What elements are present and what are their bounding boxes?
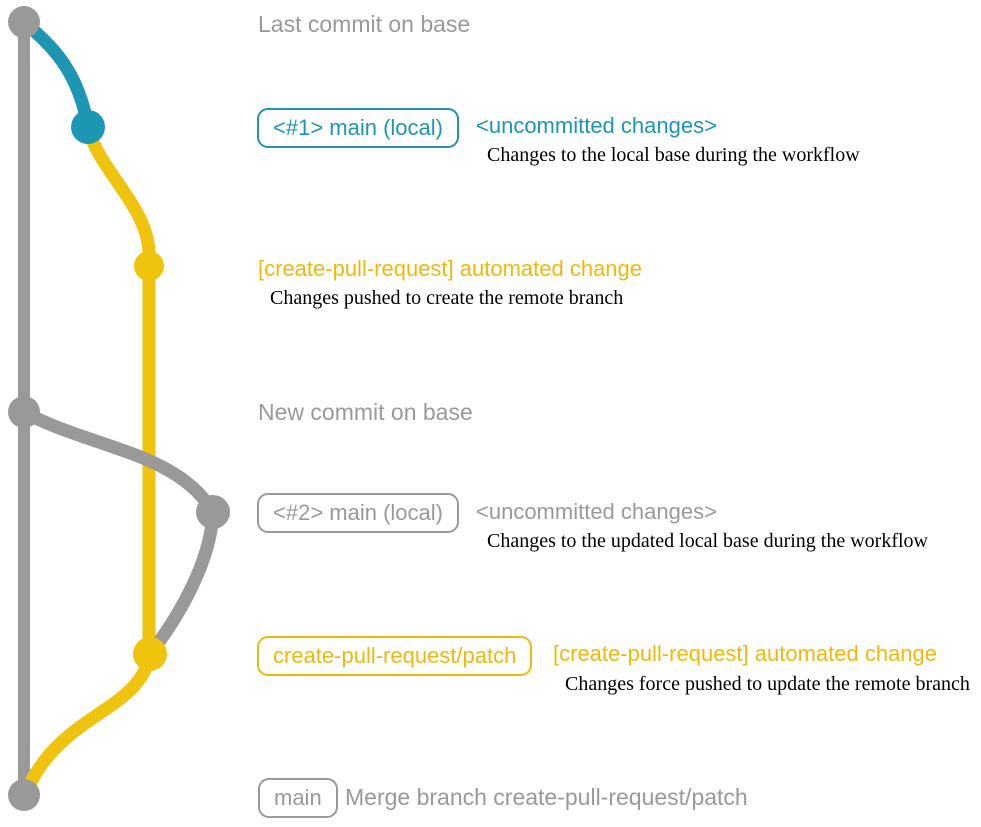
rebase-branch-curve-down xyxy=(17,405,220,519)
git-graph xyxy=(8,6,230,811)
commit-dot-last-base xyxy=(8,6,40,38)
commit2-description: Changes to the updated local base during… xyxy=(487,530,928,552)
branch-badge-main: main xyxy=(258,778,338,818)
merge-branch-curve xyxy=(20,647,157,797)
push2-description: Changes force pushed to update the remot… xyxy=(565,673,970,695)
commit-dot-new-base xyxy=(8,396,40,428)
rebase-branch-curve-back xyxy=(143,505,220,661)
commit-dot-automated-2 xyxy=(133,637,167,671)
automated-change-label-2: [create-pull-request] automated change xyxy=(553,641,938,666)
branch-badge-main-local-1: <#1> main (local) xyxy=(257,108,459,148)
commit-dot-local-2 xyxy=(196,495,230,529)
commit-dot-automated-1 xyxy=(134,251,164,281)
automated-change-label-1: [create-pull-request] automated change xyxy=(258,256,643,281)
merge-commit-label: Merge branch create-pull-request/patch xyxy=(345,784,748,810)
branch-badge-main-local-2: <#2> main (local) xyxy=(257,493,459,533)
uncommitted-changes-label-1: <uncommitted changes> xyxy=(476,113,717,138)
pull-request-branch-line xyxy=(81,120,156,661)
commit-dot-local-1 xyxy=(71,110,105,144)
commit1-description: Changes to the local base during the wor… xyxy=(487,144,860,166)
push1-description: Changes pushed to create the remote bran… xyxy=(270,287,624,309)
local-main-branch-curve xyxy=(17,15,95,134)
last-commit-title: Last commit on base xyxy=(258,11,471,37)
commit-dot-merge xyxy=(8,779,40,811)
new-commit-title: New commit on base xyxy=(258,399,473,425)
branch-badge-create-pull-request-patch: create-pull-request/patch xyxy=(257,636,533,676)
uncommitted-changes-label-2: <uncommitted changes> xyxy=(476,499,717,524)
